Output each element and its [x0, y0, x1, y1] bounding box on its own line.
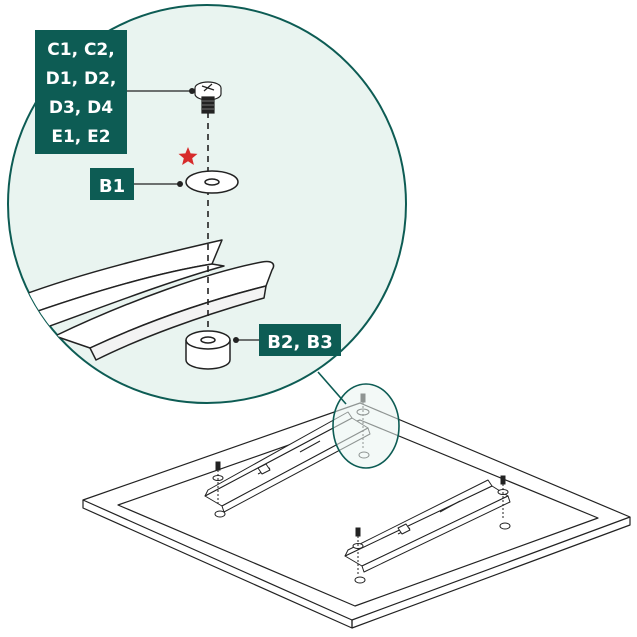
callout-spacer: B2, B3	[233, 324, 341, 356]
washer-part	[185, 170, 239, 194]
zoom-source-circle	[332, 383, 400, 469]
stand-foot-left	[204, 411, 371, 513]
callout-screws-box	[35, 30, 127, 154]
callout-spacer-box	[259, 324, 341, 356]
zoom-leader-line	[317, 371, 347, 405]
stand-leg-detail	[17, 239, 275, 361]
board-inner-frame	[117, 419, 599, 607]
callout-washer: B1	[90, 168, 183, 200]
spacer-part	[185, 330, 231, 370]
zoom-detail-content	[17, 112, 275, 370]
screw-part	[194, 81, 222, 114]
label-screws-line-2: D1, D2,	[46, 69, 117, 89]
callout-washer-box	[90, 168, 134, 200]
hardware-left-front	[212, 461, 226, 518]
label-spacer: B2, B3	[267, 332, 333, 353]
label-screws-line-1: C1, C2,	[47, 40, 114, 60]
board	[82, 402, 631, 629]
hardware-right-back	[497, 475, 511, 530]
star-icon	[178, 147, 198, 165]
callout-screws: C1, C2, D1, D2, D3, D4 E1, E2	[35, 30, 195, 154]
hardware-right-front	[352, 527, 366, 584]
label-washer: B1	[99, 176, 125, 197]
board-edge-right	[351, 517, 631, 629]
label-screws-line-4: E1, E2	[51, 127, 110, 147]
label-screws-line-3: D3, D4	[49, 98, 113, 118]
stand-foot-right	[344, 479, 511, 573]
